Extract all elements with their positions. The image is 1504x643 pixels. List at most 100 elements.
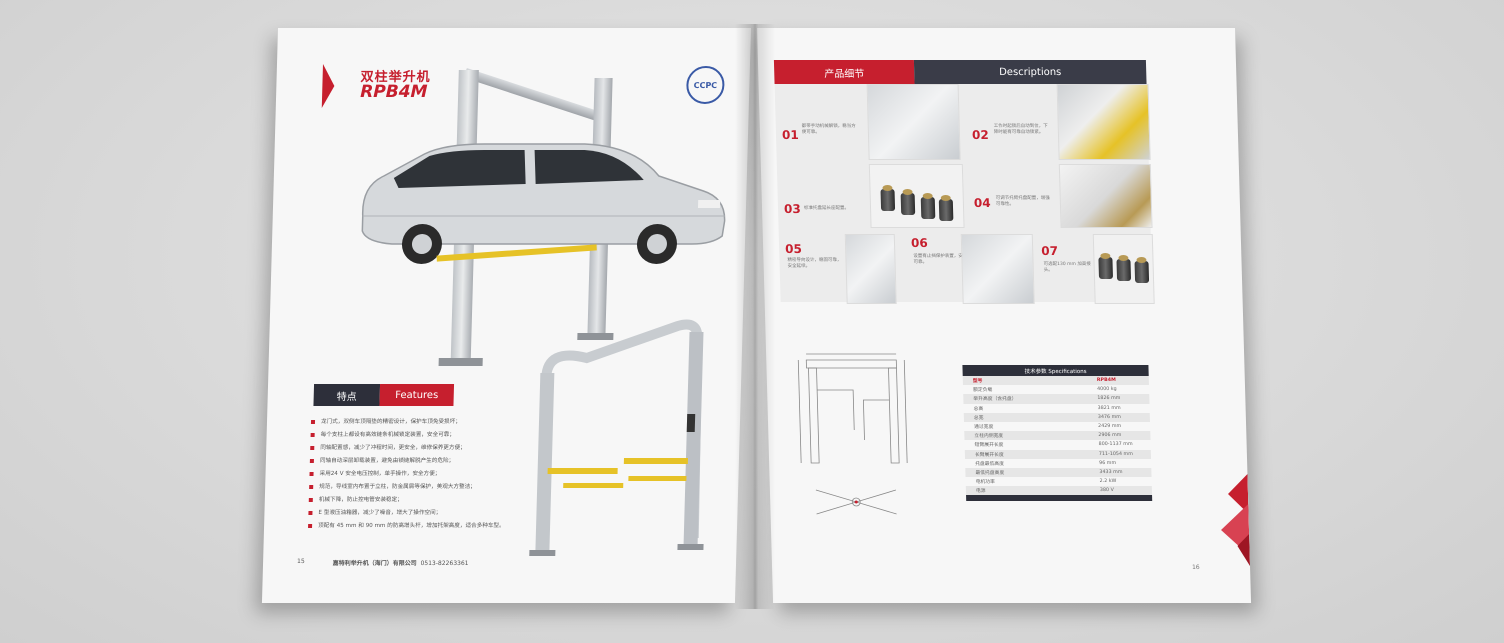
lift-base: [438, 358, 483, 366]
feature-item: 龙门式，双侧车顶隔垫的精密设计，保护车顶免受损坏；: [311, 418, 521, 427]
detail-number: 07: [1041, 244, 1059, 258]
page-footer: 15 嘉特利举升机（海门）有限公司 0513-82263361: [297, 558, 469, 567]
product-model: RPB4M: [359, 82, 428, 102]
spec-value: 380 V: [1099, 488, 1114, 494]
feature-item: 顶配有 45 mm 和 90 mm 的防高增头杆，增加托架高度，适合多种车型。: [308, 522, 518, 531]
minivan-image: [361, 143, 726, 264]
page-number: 16: [1191, 564, 1200, 571]
detail-photo: [866, 84, 961, 160]
feature-item: 每个支柱上都设有高效链条机械锁定装置，安全可靠；: [310, 431, 520, 440]
detail-text: 可调节托臂托盘配置，增强可靠性。: [995, 196, 1050, 207]
detail-item: 06: [911, 236, 928, 250]
spec-row: 总高 3821 mm: [963, 404, 1149, 413]
spec-value: 96 mm: [1099, 460, 1117, 466]
company-phone: 0513-82263361: [420, 560, 469, 567]
lift-top-beam: [463, 68, 599, 121]
spec-row: 短臂展开长度 800-1137 mm: [965, 440, 1151, 449]
corner-decoration: [1221, 474, 1251, 566]
spec-value: 3821 mm: [1097, 405, 1121, 411]
detail-photo: [1058, 164, 1153, 228]
descriptions-title-en: Descriptions: [913, 60, 1147, 84]
feature-item: 机械下降，防止控电管安装稳定；: [309, 496, 519, 505]
spec-value: 711-1054 mm: [1098, 451, 1133, 457]
detail-item: 07: [1041, 244, 1058, 258]
spec-key: 通过宽度: [974, 425, 994, 431]
detail-number: 06: [910, 236, 928, 250]
features-tabs: 特点 Features: [313, 384, 455, 406]
spec-value: 800-1137 mm: [1098, 442, 1133, 448]
technical-drawing: [797, 353, 908, 515]
spec-key: 额定负载: [973, 388, 993, 394]
seal-text: CCPC: [693, 80, 718, 90]
right-page: 产品细节 Descriptions 01 都带手动机械解锁，稳当方便可靠。 02…: [757, 28, 1252, 603]
spec-key: 长臂展开长度: [974, 452, 1004, 458]
specifications-footer-bar: [966, 495, 1153, 502]
detail-number: 02: [971, 128, 989, 142]
spec-header-row: 型号 RPB4M: [962, 376, 1149, 386]
detail-photo: [1092, 234, 1155, 304]
spec-key: 型号: [972, 379, 983, 385]
features-tab-cn: 特点: [313, 384, 381, 406]
spec-row: 长臂展开长度 711-1054 mm: [964, 449, 1152, 459]
detail-text: 设置有止挡保护装置，安全可靠。: [913, 254, 968, 265]
detail-item: 01: [782, 128, 799, 142]
detail-photo: [844, 234, 897, 304]
detail-photo: [868, 164, 965, 228]
spec-row: 举升高度（含托盘） 1826 mm: [963, 394, 1150, 404]
spec-key: 立柱内侧宽度: [974, 434, 1004, 440]
detail-item: 03: [784, 202, 801, 216]
lift-product-image: [529, 319, 704, 556]
spec-row: 电机功率 2.2 kW: [966, 477, 1152, 486]
spec-row: 托盘最低高度 96 mm: [965, 459, 1151, 468]
detail-photo: [1056, 84, 1151, 160]
spec-value: 3476 mm: [1097, 414, 1122, 420]
spec-row: 电源 380 V: [965, 486, 1153, 496]
detail-item: 04: [974, 196, 991, 210]
spec-key: 总宽: [973, 415, 984, 421]
spec-key: 电源: [975, 489, 986, 495]
detail-text: 可选配130 mm 加高接头。: [1043, 262, 1091, 273]
detail-number: 04: [973, 196, 991, 210]
feature-item: 同轴自动深层卸载装置，避免由锁链解脱产生的危险；: [310, 457, 520, 466]
specifications-table: 技术参数 Specifications 型号 RPB4M 额定负载 4000 kg…: [962, 365, 1153, 502]
detail-number: 03: [783, 202, 801, 216]
page-number: 15: [297, 558, 305, 565]
spec-key: 总高: [973, 406, 984, 412]
spec-value: 2429 mm: [1098, 424, 1122, 430]
spec-key: 托盘最低高度: [975, 461, 1005, 467]
spec-row: 通过宽度 2429 mm: [964, 422, 1150, 431]
feature-item: 采用24 V 安全电压控制，单手操作，安全方便；: [309, 470, 519, 479]
features-tab-en: Features: [379, 384, 455, 406]
spec-value: 4000 kg: [1097, 387, 1117, 393]
detail-item: 05: [785, 242, 802, 256]
detail-item: 02: [972, 128, 989, 142]
features-list: 龙门式，双侧车顶隔垫的精密设计，保护车顶免受损坏； 每个支柱上都设有高效链条机械…: [308, 418, 521, 535]
feature-item: 规范，导线室内布置于立柱，防金属屑等保护，美观大方整洁；: [309, 483, 519, 492]
descriptions-title-cn: 产品细节: [773, 60, 915, 84]
spec-key: 短臂展开长度: [974, 443, 1004, 449]
spec-key: 举升高度（含托盘）: [973, 397, 1017, 403]
detail-text: 都带手动机械解锁，稳当方便可靠。: [801, 124, 856, 135]
detail-number: 01: [781, 128, 799, 142]
spec-value: 2.2 kW: [1099, 479, 1117, 485]
detail-photo: [960, 234, 1035, 304]
descriptions-header: 产品细节 Descriptions: [773, 60, 1147, 84]
spec-key: 最低托盘高度: [975, 470, 1005, 476]
spec-key: 电机功率: [975, 480, 995, 486]
specifications-title: 技术参数 Specifications: [962, 365, 1149, 376]
detail-text: 工作时起锁后自动到位，下降时能有可靠自动锁紧。: [993, 124, 1048, 135]
spec-value: 1826 mm: [1097, 396, 1121, 402]
detail-text: 精密导向设计，稳固可靠，安全延续。: [787, 258, 842, 269]
feature-item: E 型液压油箱器，减少了噪音，增大了操作空间；: [308, 509, 518, 518]
details-grid: 01 都带手动机械解锁，稳当方便可靠。 02 工作时起锁后自动到位，下降时能有可…: [774, 84, 1155, 304]
detail-number: 05: [784, 242, 803, 256]
title-marker: [321, 64, 335, 108]
spec-value: RPB4M: [1096, 378, 1116, 384]
feature-item: 同轴配置感，减少了冲程时间，更安全，维修保养更方便；: [310, 444, 520, 453]
detail-text: 标准托盘延长座配置。: [803, 206, 850, 211]
spec-row: 额定负载 4000 kg: [963, 385, 1149, 394]
